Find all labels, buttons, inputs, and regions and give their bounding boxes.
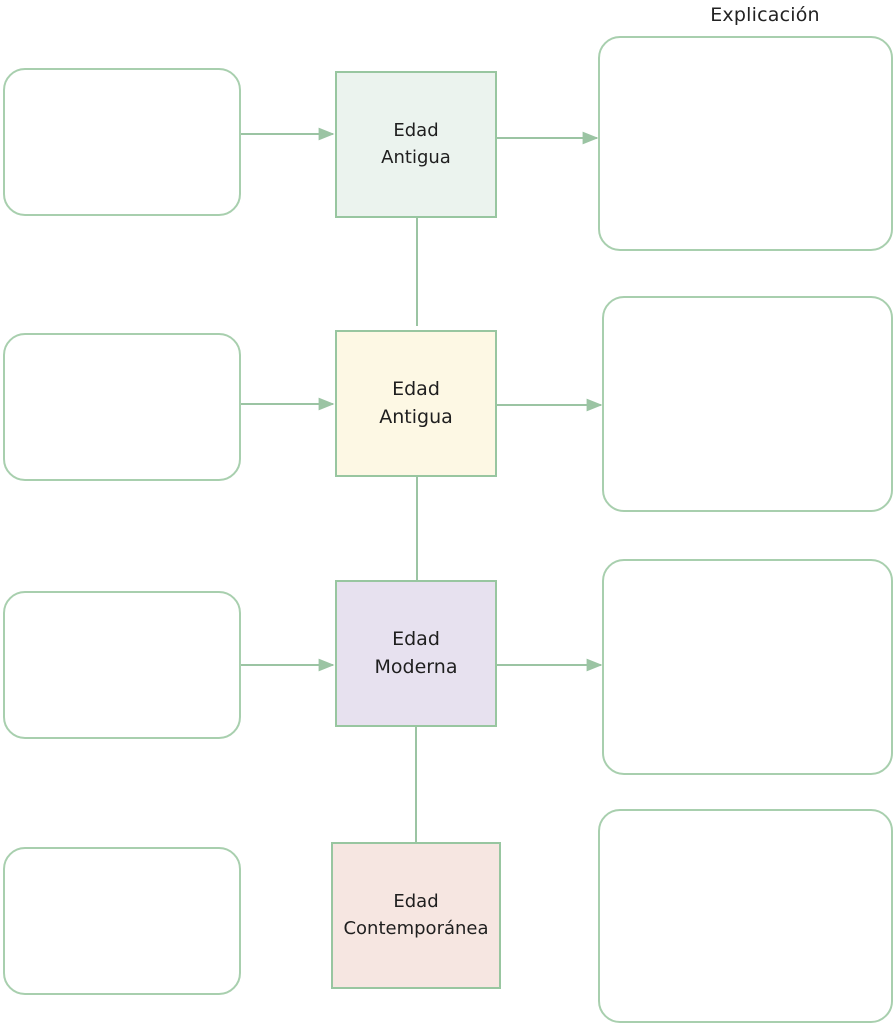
era-box-antigua-2: Edad Antigua (335, 330, 497, 477)
era-box-moderna: Edad Moderna (335, 580, 497, 727)
explanation-box[interactable] (602, 559, 893, 775)
left-input-box[interactable] (3, 847, 241, 995)
left-input-box[interactable] (3, 68, 241, 216)
era-label-line1: Edad (393, 120, 439, 142)
era-label-line1: Edad (393, 891, 439, 913)
era-label-line2: Moderna (374, 655, 458, 678)
era-box-antigua: Edad Antigua (335, 71, 497, 218)
era-label-line2: Contemporánea (343, 917, 489, 939)
explanation-box[interactable] (602, 296, 893, 512)
explanation-heading: Explicación (710, 4, 820, 26)
era-box-contemporanea: Edad Contemporánea (331, 842, 501, 989)
era-label-line2: Antigua (381, 146, 451, 168)
left-input-box[interactable] (3, 591, 241, 739)
explanation-box[interactable] (598, 36, 893, 251)
left-input-box[interactable] (3, 333, 241, 481)
era-label-line1: Edad (392, 627, 440, 650)
era-label-line1: Edad (392, 377, 440, 400)
explanation-box[interactable] (598, 809, 893, 1023)
era-label-line2: Antigua (379, 405, 453, 428)
